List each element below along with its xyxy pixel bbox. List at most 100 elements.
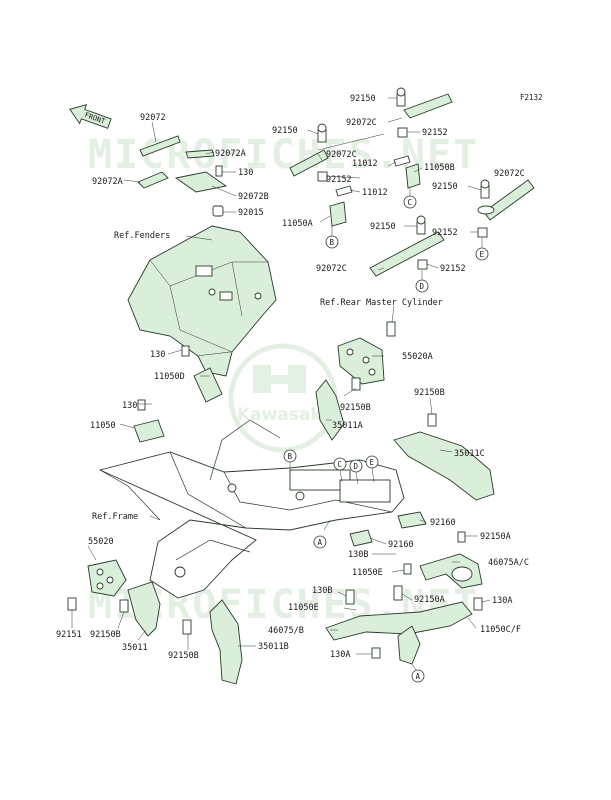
label-11050E-a: 11050E bbox=[352, 568, 383, 578]
label-55020A: 55020A bbox=[402, 352, 433, 362]
figure-code: F2132 bbox=[520, 93, 543, 102]
label-92015: 92015 bbox=[238, 208, 264, 218]
ref-fenders: Ref.Fenders bbox=[114, 231, 170, 241]
watermark-brand: Kawasaki bbox=[237, 405, 328, 425]
bracket-35011B bbox=[182, 599, 243, 685]
bracket-11050 bbox=[133, 399, 165, 443]
clamp-11050B bbox=[405, 163, 421, 189]
label-11050: 11050 bbox=[90, 421, 116, 431]
label-92150-d: 92150 bbox=[370, 222, 396, 232]
svg-text:E: E bbox=[480, 250, 485, 259]
watermark: MICROFICHES.NET MICROFICHES.NET Kawasaki bbox=[88, 132, 477, 628]
svg-text:C: C bbox=[408, 198, 413, 207]
bolt-92150-lower bbox=[416, 215, 426, 235]
label-92072: 92072 bbox=[140, 113, 166, 123]
collar-92152-top bbox=[397, 127, 408, 138]
label-130B-a: 130B bbox=[348, 550, 368, 560]
strap-92072C-top bbox=[403, 93, 453, 119]
label-92150-c: 92150 bbox=[432, 182, 458, 192]
svg-text:A: A bbox=[318, 538, 323, 547]
label-92072C-a: 92072C bbox=[326, 150, 357, 160]
label-92072C-b: 92072C bbox=[346, 118, 377, 128]
label-92150A-a: 92150A bbox=[480, 532, 511, 542]
callout-E-top: E bbox=[475, 238, 489, 261]
label-130-top: 130 bbox=[238, 168, 253, 178]
strap-92072C-right bbox=[477, 179, 535, 221]
label-92150B-bottom: 92150B bbox=[168, 651, 199, 661]
bolt-92150-right bbox=[480, 179, 490, 199]
label-11050B: 11050B bbox=[424, 163, 455, 173]
svg-text:B: B bbox=[330, 238, 335, 247]
label-35011C: 35011C bbox=[454, 449, 485, 459]
callout-D-frame: D bbox=[349, 459, 363, 485]
svg-text:D: D bbox=[354, 462, 359, 471]
label-46075AC: 46075A/C bbox=[488, 558, 529, 568]
footrest-55020A bbox=[337, 321, 396, 385]
label-46075B: 46075/B bbox=[268, 626, 304, 636]
callout-C-frame: C bbox=[333, 457, 347, 483]
bolt-92150-top bbox=[396, 87, 406, 107]
strap-92072C-mid bbox=[289, 149, 329, 177]
label-92150B-right: 92150B bbox=[414, 388, 445, 398]
bracket-92072 bbox=[139, 135, 181, 157]
label-92152-c: 92152 bbox=[432, 228, 458, 238]
label-92072A-top: 92072A bbox=[215, 149, 246, 159]
label-130B-b: 130B bbox=[312, 586, 332, 596]
bolt-92150-mid bbox=[317, 123, 327, 143]
label-130-lower: 130 bbox=[122, 401, 137, 411]
bracket-92072B bbox=[174, 171, 228, 193]
callout-C-top: C bbox=[403, 188, 417, 209]
bolt-130-top bbox=[215, 165, 223, 177]
label-92150B-mid: 92150B bbox=[340, 403, 371, 413]
bracket-92072A-left bbox=[137, 171, 169, 189]
label-11050CF: 11050C/F bbox=[480, 625, 521, 635]
ref-rear-master-cylinder: Ref.Rear Master Cylinder bbox=[320, 298, 443, 308]
svg-text:A: A bbox=[416, 672, 421, 681]
leader-lines bbox=[71, 97, 491, 655]
label-11050D: 11050D bbox=[154, 372, 185, 382]
label-92160-a: 92160 bbox=[430, 518, 456, 528]
svg-text:E: E bbox=[370, 458, 375, 467]
callout-A-low: A bbox=[411, 663, 425, 683]
label-92151: 92151 bbox=[56, 630, 82, 640]
svg-text:D: D bbox=[420, 282, 425, 291]
grommet-92015 bbox=[212, 205, 224, 217]
svg-text:B: B bbox=[288, 452, 293, 461]
label-92152-a: 92152 bbox=[326, 175, 352, 185]
bracket-11050D bbox=[181, 345, 223, 403]
strap-92072C-lower bbox=[369, 231, 445, 277]
clamp-11012-a bbox=[335, 185, 353, 197]
callout-markers: B C E D B C D bbox=[283, 188, 489, 683]
label-55020: 55020 bbox=[88, 537, 114, 547]
bracket-46075B bbox=[325, 585, 483, 665]
clamp-11050A bbox=[329, 201, 347, 227]
svg-text:C: C bbox=[338, 460, 343, 469]
pad-92160-b bbox=[349, 529, 373, 547]
label-35011A: 35011A bbox=[332, 421, 363, 431]
collar-92152-lower bbox=[417, 259, 428, 270]
ref-frame: Ref.Frame bbox=[92, 512, 138, 522]
label-92150-a: 92150 bbox=[272, 126, 298, 136]
label-92072C-d: 92072C bbox=[316, 264, 347, 274]
clamp-11012-b bbox=[393, 155, 411, 167]
collar-92152-mid bbox=[317, 171, 328, 182]
bracket-92072A-top bbox=[185, 149, 215, 159]
label-92150B-left: 92150B bbox=[90, 630, 121, 640]
callout-E-frame: E bbox=[365, 455, 379, 483]
reference-labels: Ref.Fenders Ref.Rear Master Cylinder Ref… bbox=[92, 231, 443, 522]
label-11012-a: 11012 bbox=[362, 188, 388, 198]
label-130A-b: 130A bbox=[330, 650, 350, 660]
callout-B-frame: B bbox=[283, 449, 297, 474]
label-11050E-b: 11050E bbox=[288, 603, 319, 613]
label-92072B: 92072B bbox=[238, 192, 269, 202]
label-130-mid: 130 bbox=[150, 350, 165, 360]
label-92160-b: 92160 bbox=[388, 540, 414, 550]
label-11012-b: 11012 bbox=[352, 159, 378, 169]
bracket-46075AC bbox=[403, 531, 483, 589]
label-92150A-b: 92150A bbox=[414, 595, 445, 605]
part-labels: 92072 92072A 92072A 130 92072B 92015 921… bbox=[56, 94, 529, 661]
label-92152-b: 92152 bbox=[422, 128, 448, 138]
collar-92152-right bbox=[477, 227, 488, 238]
callout-A-mid: A bbox=[313, 519, 331, 549]
